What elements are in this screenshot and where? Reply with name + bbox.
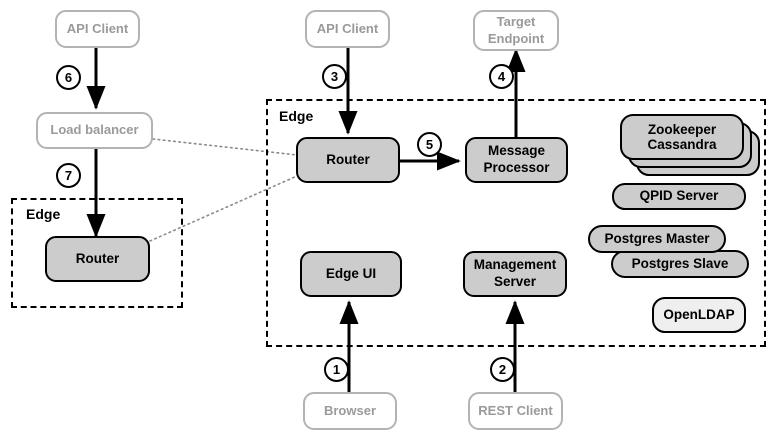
node-message-processor[interactable]: Message Processor	[465, 137, 568, 183]
infra-openldap-label: OpenLDAP	[663, 306, 735, 322]
infra-zookeeper-cassandra-label-line1: Zookeeper	[647, 122, 717, 137]
infra-qpid-server[interactable]: QPID Server	[612, 183, 746, 210]
infra-postgres-slave[interactable]: Postgres Slave	[611, 250, 749, 278]
group-edge-main-label: Edge	[279, 108, 314, 124]
step-badge-3: 3	[322, 64, 347, 89]
step-badge-5: 5	[417, 132, 442, 157]
node-edge-ui[interactable]: Edge UI	[300, 251, 402, 297]
node-browser[interactable]: Browser	[303, 392, 397, 430]
node-management-server[interactable]: Management Server	[463, 251, 567, 297]
node-api-client-center[interactable]: API Client	[305, 10, 390, 48]
step-badge-6: 6	[56, 65, 81, 90]
step-badge-2: 2	[490, 357, 515, 382]
node-message-processor-label-line1: Message	[487, 143, 546, 159]
step-badge-3-number: 3	[330, 69, 339, 84]
node-edge-ui-label: Edge UI	[325, 265, 377, 281]
node-router-left[interactable]: Router	[45, 236, 150, 282]
step-badge-5-number: 5	[425, 137, 434, 152]
step-badge-1-number: 1	[332, 362, 341, 377]
node-target-endpoint-label-line2: Endpoint	[487, 30, 545, 46]
node-message-processor-label-line2: Processor	[483, 160, 550, 175]
infra-postgres-master-label: Postgres Master	[604, 230, 710, 246]
node-api-client-left[interactable]: API Client	[55, 10, 140, 48]
step-badge-4-number: 4	[497, 69, 506, 84]
node-router-main[interactable]: Router	[296, 137, 400, 183]
node-load-balancer-label: Load balancer	[50, 122, 139, 138]
step-badge-6-number: 6	[64, 70, 73, 85]
group-edge-left-label: Edge	[26, 206, 61, 222]
node-api-client-left-label: API Client	[66, 20, 129, 36]
infra-qpid-server-label: QPID Server	[639, 188, 719, 204]
step-badge-7: 7	[56, 163, 81, 188]
node-management-server-label-line2: Server	[493, 274, 537, 289]
node-router-left-label: Router	[75, 250, 120, 266]
infra-zookeeper-cassandra[interactable]: Zookeeper Cassandra	[620, 114, 768, 178]
node-load-balancer[interactable]: Load balancer	[36, 112, 153, 149]
step-badge-2-number: 2	[498, 362, 507, 377]
node-target-endpoint[interactable]: Target Endpoint	[473, 10, 559, 51]
infra-postgres-master[interactable]: Postgres Master	[588, 225, 726, 253]
infra-postgres-slave-label: Postgres Slave	[631, 255, 729, 271]
node-api-client-center-label: API Client	[316, 20, 379, 36]
node-target-endpoint-label-line1: Target	[496, 14, 536, 30]
infra-zookeeper-cassandra-sheet-top: Zookeeper Cassandra	[620, 114, 744, 160]
group-edge-left	[11, 198, 183, 308]
step-badge-7-number: 7	[64, 168, 73, 183]
node-management-server-label-line1: Management	[473, 257, 557, 273]
infra-zookeeper-cassandra-label-line2: Cassandra	[647, 137, 717, 152]
node-rest-client[interactable]: REST Client	[468, 392, 563, 430]
step-badge-1: 1	[324, 357, 349, 382]
node-rest-client-label: REST Client	[478, 402, 553, 418]
node-router-main-label: Router	[326, 151, 370, 167]
infra-openldap[interactable]: OpenLDAP	[652, 297, 746, 333]
group-edge-main	[266, 99, 766, 347]
node-browser-label: Browser	[323, 402, 377, 418]
step-badge-4: 4	[489, 64, 514, 89]
